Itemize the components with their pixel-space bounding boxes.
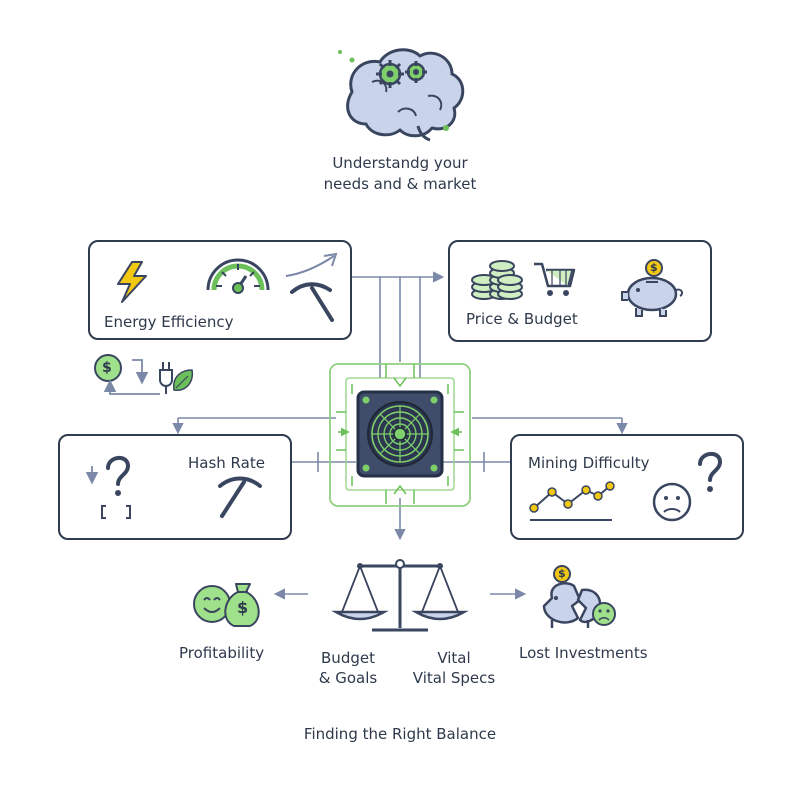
energy-efficiency-box xyxy=(88,240,352,340)
coin-stacks-icon xyxy=(471,260,523,300)
gauge-icon xyxy=(206,258,270,294)
dollar-sign-bag: $ xyxy=(237,598,249,617)
trend-up-arrow-icon xyxy=(285,252,338,277)
difficulty-line-chart-icon xyxy=(529,481,615,521)
brain-caption-line2: needs and & market xyxy=(323,175,477,193)
asic-miner-icon xyxy=(329,363,471,507)
balance-title: Finding the Right Balance xyxy=(303,725,497,743)
shopping-cart-icon xyxy=(534,262,576,296)
hash-rate-label: Hash Rate xyxy=(188,454,265,472)
broken-piggy-bank-icon xyxy=(542,565,602,628)
power-plug-icon xyxy=(159,362,173,394)
gear-icon xyxy=(376,60,404,88)
balance-scale-icon xyxy=(331,559,469,632)
price-budget-box xyxy=(448,240,712,342)
piggy-bank-icon xyxy=(621,259,684,317)
dollar-sign-lost: $ xyxy=(558,567,566,580)
bracket-icon xyxy=(101,505,131,519)
hash-rate-box xyxy=(58,434,292,540)
dollar-sign-piggy: $ xyxy=(650,261,658,274)
lost-investments-label: Lost Investments xyxy=(519,644,648,662)
money-bag-icon xyxy=(224,583,260,627)
budget-goals-line1: Budget xyxy=(321,649,375,667)
leaf-icon xyxy=(173,369,194,391)
vital-line2: Vital Specs xyxy=(412,669,496,687)
smiley-face-icon xyxy=(193,585,231,623)
price-budget-label: Price & Budget xyxy=(466,310,578,328)
cycle-arrows-icon xyxy=(103,359,160,395)
dollar-sign-glyph: $ xyxy=(102,360,112,376)
vital-line1: Vital xyxy=(437,649,471,667)
sad-face-icon xyxy=(652,482,692,522)
connectors xyxy=(172,271,628,600)
profitability-label: Profitability xyxy=(179,644,265,662)
question-mark-icon-difficulty xyxy=(698,452,723,492)
mining-difficulty-box xyxy=(510,434,744,540)
brain-icon xyxy=(338,48,465,142)
question-mark-icon xyxy=(106,456,131,496)
pickaxe-icon-hash xyxy=(218,476,262,518)
brain-caption-line1: Understandg your xyxy=(332,154,468,172)
sad-face-green-icon xyxy=(592,602,616,626)
mining-difficulty-label: Mining Difficulty xyxy=(528,454,650,472)
energy-efficiency-label: Energy Efficiency xyxy=(104,313,234,331)
pickaxe-icon xyxy=(290,282,334,322)
gear-icon-small xyxy=(405,61,427,83)
budget-goals-line2: & Goals xyxy=(318,669,378,687)
lightning-bolt-icon xyxy=(117,261,147,303)
